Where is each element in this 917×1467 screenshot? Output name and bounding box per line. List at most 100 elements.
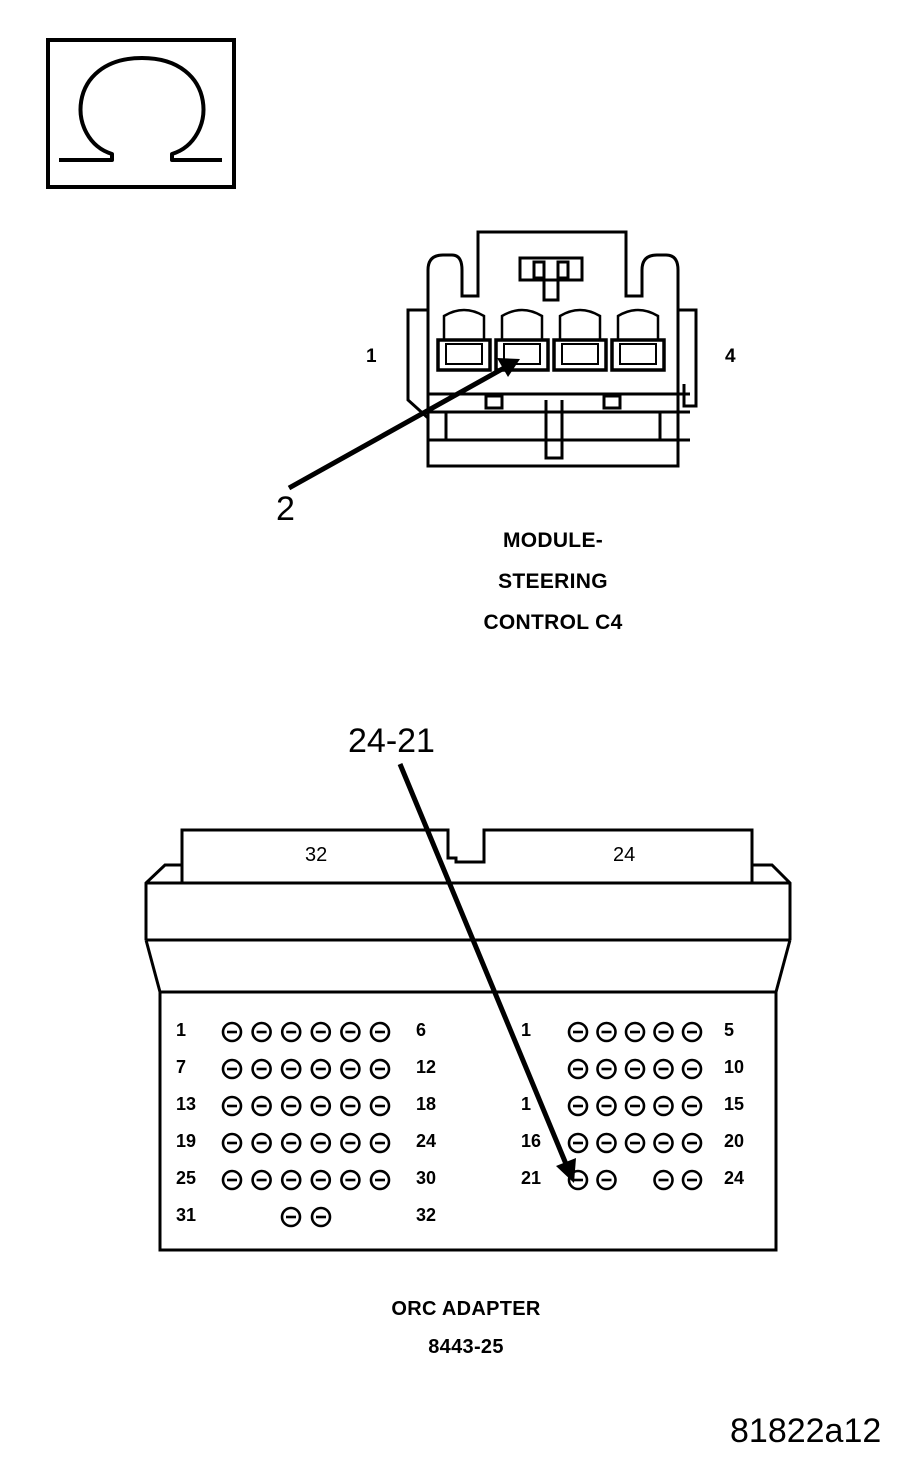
right-pin xyxy=(596,1021,617,1043)
right-pin xyxy=(624,1021,646,1043)
connector-caption-line-2: STEERING xyxy=(498,570,608,593)
right-pin xyxy=(567,1095,589,1117)
right-pin xyxy=(624,1058,646,1080)
left-pin xyxy=(369,1095,391,1117)
orc-adapter-body xyxy=(144,828,792,1252)
right-row-start-label-4: 21 xyxy=(521,1168,542,1188)
left-row-end-label-1: 12 xyxy=(416,1057,437,1077)
left-row-start-label-0: 1 xyxy=(176,1020,187,1040)
left-pin xyxy=(251,1021,272,1043)
right-row-end-label-3: 20 xyxy=(724,1131,745,1151)
connector-pin-4-label: 4 xyxy=(725,346,736,367)
left-pin xyxy=(280,1058,302,1080)
ohm-icon xyxy=(46,38,236,189)
left-pin xyxy=(280,1206,302,1228)
callout-24-21-label: 24-21 xyxy=(348,722,435,760)
right-row-start-label-2: 1 xyxy=(521,1094,532,1114)
steering-connector-body xyxy=(406,230,698,468)
connector-pin-1-label: 1 xyxy=(366,346,377,367)
callout-arrow-pin-24-21 xyxy=(397,763,576,1183)
left-pin xyxy=(340,1095,361,1117)
connector-caption: MODULE- STEERING CONTROL C4 xyxy=(440,520,666,643)
left-pin xyxy=(340,1169,361,1191)
left-row-end-label-4: 30 xyxy=(416,1168,437,1188)
left-pin xyxy=(251,1058,272,1080)
right-pin xyxy=(653,1095,674,1117)
connector-caption-line-1: MODULE- xyxy=(502,529,604,552)
connector-pin-cavity-2 xyxy=(494,308,550,372)
right-pin xyxy=(567,1021,589,1043)
left-row-start-label-2: 13 xyxy=(176,1094,197,1114)
left-row-end-label-5: 32 xyxy=(416,1205,437,1225)
left-pin xyxy=(369,1169,391,1191)
left-row-end-label-3: 24 xyxy=(416,1131,437,1151)
left-pin xyxy=(310,1095,332,1117)
right-row-start-label-3: 16 xyxy=(521,1131,542,1151)
right-pin xyxy=(624,1095,646,1117)
left-row-start-label-1: 7 xyxy=(176,1057,187,1077)
left-pin xyxy=(280,1021,302,1043)
adapter-pin-grid xyxy=(221,1021,703,1228)
right-row-end-label-0: 5 xyxy=(724,1020,735,1040)
left-pin xyxy=(221,1169,243,1191)
right-pin xyxy=(681,1132,703,1154)
callout-2-label: 2 xyxy=(276,490,295,528)
left-pin xyxy=(221,1058,243,1080)
left-pin xyxy=(251,1132,272,1154)
left-pin xyxy=(310,1132,332,1154)
right-pin xyxy=(653,1132,674,1154)
right-pin xyxy=(681,1169,703,1191)
right-row-end-label-2: 15 xyxy=(724,1094,745,1114)
left-pin xyxy=(310,1058,332,1080)
right-pin xyxy=(653,1021,674,1043)
right-pin xyxy=(567,1132,589,1154)
right-pin xyxy=(681,1095,703,1117)
left-row-end-label-0: 6 xyxy=(416,1020,427,1040)
left-pin xyxy=(280,1169,302,1191)
adapter-caption: ORC ADAPTER 8443-25 xyxy=(346,1290,586,1366)
left-pin xyxy=(340,1132,361,1154)
left-pin xyxy=(310,1021,332,1043)
left-pin xyxy=(221,1021,243,1043)
left-row-start-label-3: 19 xyxy=(176,1131,197,1151)
right-pin xyxy=(624,1132,646,1154)
adapter-caption-line-1: ORC ADAPTER xyxy=(391,1298,541,1320)
adapter-caption-line-2: 8443-25 xyxy=(428,1336,504,1358)
left-pin xyxy=(221,1132,243,1154)
connector-pin-cavities xyxy=(436,308,666,372)
left-row-end-label-2: 18 xyxy=(416,1094,437,1114)
left-row-start-label-4: 25 xyxy=(176,1168,197,1188)
right-pin xyxy=(596,1169,617,1191)
left-pin xyxy=(251,1169,272,1191)
connector-pin-cavity-1 xyxy=(436,308,492,372)
right-row-end-label-4: 24 xyxy=(724,1168,745,1188)
left-pin xyxy=(251,1095,272,1117)
left-pin xyxy=(340,1021,361,1043)
right-pin xyxy=(596,1132,617,1154)
left-pin xyxy=(280,1132,302,1154)
left-pin xyxy=(280,1095,302,1117)
adapter-header-24-label: 24 xyxy=(613,844,636,866)
left-pin xyxy=(340,1058,361,1080)
left-pin xyxy=(310,1169,332,1191)
connector-pin-cavity-4 xyxy=(610,308,666,372)
right-pin xyxy=(653,1058,674,1080)
right-pin xyxy=(681,1058,703,1080)
right-pin xyxy=(567,1169,589,1191)
right-pin xyxy=(567,1058,589,1080)
connector-pin-cavity-3 xyxy=(552,308,608,372)
left-pin xyxy=(221,1095,243,1117)
right-row-end-label-1: 10 xyxy=(724,1057,745,1077)
left-pin xyxy=(369,1132,391,1154)
connector-caption-line-3: CONTROL C4 xyxy=(483,611,623,634)
right-pin xyxy=(681,1021,703,1043)
left-pin xyxy=(369,1058,391,1080)
right-pin xyxy=(653,1169,674,1191)
right-pin xyxy=(596,1058,617,1080)
right-row-start-label-0: 1 xyxy=(521,1020,532,1040)
right-pin xyxy=(596,1095,617,1117)
left-pin xyxy=(310,1206,332,1228)
left-row-start-label-5: 31 xyxy=(176,1205,197,1225)
figure-id: 81822a12 xyxy=(730,1412,882,1450)
